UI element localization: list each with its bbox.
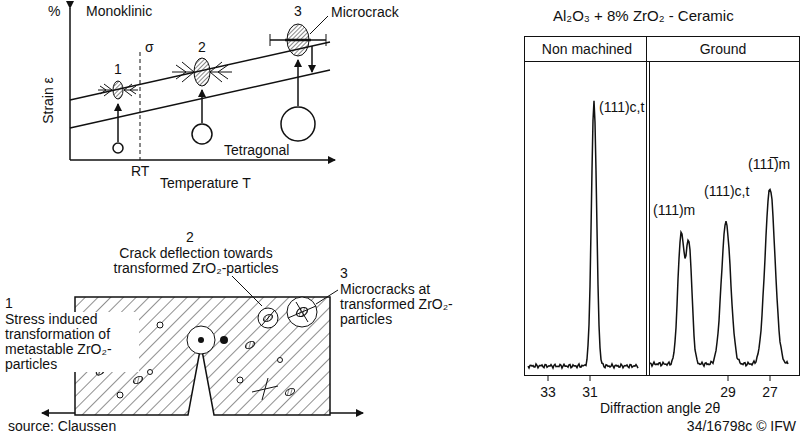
- panel-header: Non machined: [525, 37, 649, 62]
- tick-label: 31: [582, 385, 598, 400]
- callout-number: 1: [5, 296, 13, 311]
- axis-title: Strain ε: [40, 77, 55, 124]
- callout-number: 2: [186, 230, 194, 245]
- tick-label: 27: [762, 385, 778, 400]
- tick-label: 29: [720, 385, 736, 400]
- axis-title: Diffraction angle 2θ: [600, 401, 720, 416]
- peak-label: (111̅)m: [748, 157, 790, 172]
- peak-label: (111)c,t: [599, 100, 644, 115]
- axis-mark: RT: [131, 164, 149, 179]
- callout-number: 2: [198, 40, 206, 55]
- part-label: Microcrack: [331, 5, 399, 20]
- chart-title: Al₂O₃ + 8% ZrO₂ - Ceramic: [553, 8, 734, 23]
- phase-label: Monoklinic: [86, 4, 152, 19]
- callout-number: 3: [294, 4, 302, 19]
- plot-panel: Non machined: [524, 36, 650, 376]
- callout-number: 1: [114, 62, 122, 77]
- peak-label: (111)m: [653, 203, 695, 218]
- axis-title: Temperature T: [160, 176, 251, 191]
- callout-number: 3: [340, 266, 348, 281]
- phase-label: Tetragonal: [224, 143, 289, 158]
- axis-unit: %: [48, 4, 60, 19]
- source-note: source: Claussen: [8, 419, 116, 434]
- stress-symbol: σ: [145, 40, 154, 55]
- peak-label: (111)c,t: [704, 184, 749, 199]
- note-text: Crack deflection towards transformed ZrO…: [108, 246, 284, 276]
- copyright-note: 34/16798c © IFW: [687, 419, 796, 434]
- panel-header: Ground: [647, 37, 799, 62]
- note-text: Microcracks at transformed ZrO₂-particle…: [340, 282, 458, 327]
- note-text: Stress induced transformation of metasta…: [5, 312, 139, 372]
- tick-label: 33: [540, 385, 556, 400]
